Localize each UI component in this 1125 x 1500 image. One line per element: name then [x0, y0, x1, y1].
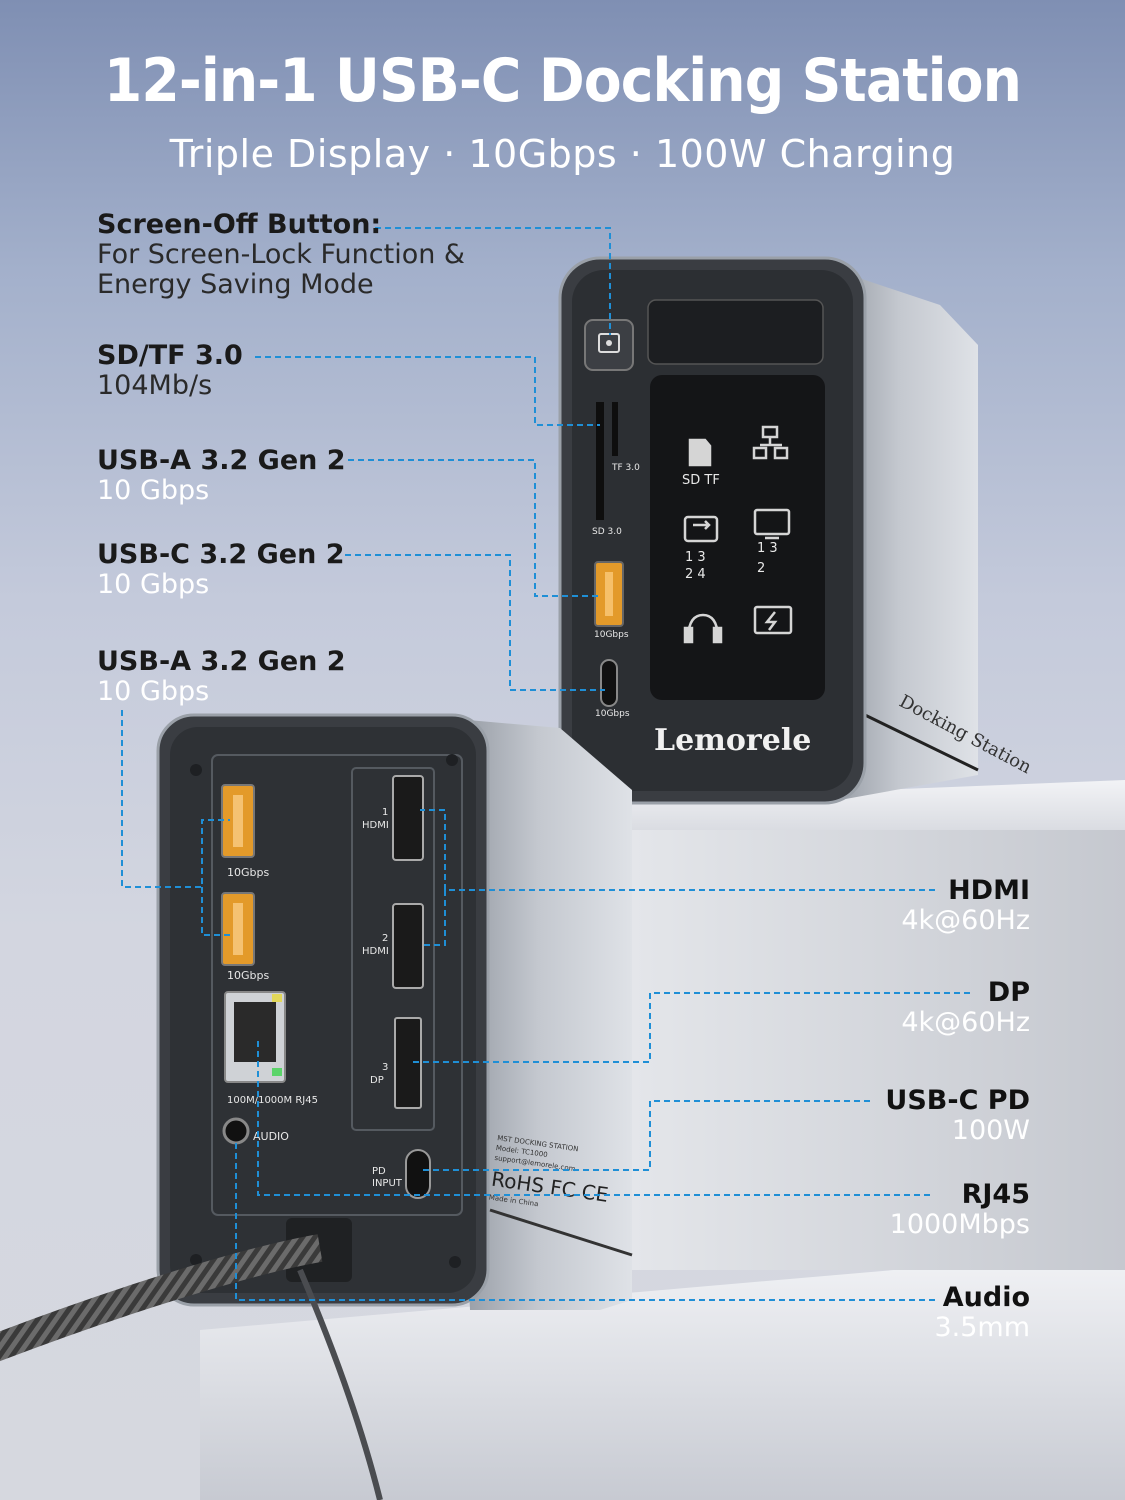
callout-usb-a-rear: USB-A 3.2 Gen 2 10 Gbps — [97, 647, 346, 707]
tf-slot — [612, 402, 618, 456]
callout-screen-off: Screen-Off Button: For Screen-Lock Funct… — [97, 210, 465, 300]
panel-disp-nums-1: 1 3 — [757, 541, 778, 556]
callout-detail: 1000Mbps — [889, 1209, 1030, 1240]
callout-hdmi: HDMI 4k@60Hz — [901, 876, 1030, 936]
callout-usb-c-front: USB-C 3.2 Gen 2 10 Gbps — [97, 540, 344, 600]
callout-detail: 100W — [951, 1115, 1030, 1146]
callout-detail: 10 Gbps — [97, 676, 210, 707]
panel-sdtf-label: SD TF — [682, 473, 720, 488]
callout-detail: For Screen-Lock Function & — [97, 239, 465, 270]
rear-usb2-label: 10Gbps — [227, 969, 269, 982]
rear-usb1-label: 10Gbps — [227, 866, 269, 879]
callout-heading: Audio — [942, 1282, 1030, 1313]
pd-label-2: INPUT — [372, 1178, 403, 1189]
callout-usb-c-pd: USB-C PD 100W — [885, 1086, 1030, 1146]
callout-detail: 4k@60Hz — [901, 905, 1030, 936]
callout-detail: 104Mb/s — [97, 370, 213, 401]
hdmi-port-1 — [392, 775, 424, 861]
page-title: 12-in-1 USB-C Docking Station — [103, 46, 1022, 116]
dp-port — [394, 1017, 422, 1109]
hdmi1-num: 1 — [382, 807, 388, 818]
page-subtitle: Triple Display · 10Gbps · 100W Charging — [169, 132, 956, 176]
lower-stand-top — [200, 1250, 1125, 1500]
callout-heading: USB-C 3.2 Gen 2 — [97, 539, 345, 570]
callout-detail: 3.5mm — [934, 1312, 1030, 1343]
callout-sd-tf: SD/TF 3.0 104Mb/s — [97, 341, 243, 401]
callout-usb-a-front: USB-A 3.2 Gen 2 10 Gbps — [97, 446, 346, 506]
front-usbc-label: 10Gbps — [595, 709, 630, 719]
braided-cable — [0, 1234, 323, 1362]
callout-heading: RJ45 — [961, 1179, 1030, 1210]
front-usb-c — [600, 659, 618, 707]
leader-lines — [121, 227, 970, 1301]
callout-rj45: RJ45 1000Mbps — [890, 1180, 1030, 1240]
callout-heading: SD/TF 3.0 — [97, 340, 243, 371]
callout-detail: 10 Gbps — [97, 569, 210, 600]
rear-device: 10Gbps 10Gbps 100M/1000M RJ45 AUDIO 1 HD… — [0, 713, 633, 1500]
hdmi1-label: HDMI — [362, 820, 389, 831]
front-device: Lemorele Docking Station TF 3.0 SD 3.0 1… — [558, 256, 1035, 805]
pedestal — [630, 830, 1125, 1270]
audio-jack — [222, 1117, 250, 1145]
panel-usb-nums-2: 2 4 — [685, 567, 706, 582]
callout-heading: Screen-Off Button: — [97, 209, 382, 240]
panel-usb-nums-1: 1 3 — [685, 550, 706, 565]
callout-heading: USB-A 3.2 Gen 2 — [97, 445, 346, 476]
callout-detail: Energy Saving Mode — [97, 269, 374, 300]
callout-heading: USB-A 3.2 Gen 2 — [97, 646, 346, 677]
callout-heading: HDMI — [948, 875, 1030, 906]
dp-label: DP — [370, 1075, 384, 1086]
callout-heading: USB-C PD — [885, 1085, 1030, 1116]
rear-audio-label: AUDIO — [253, 1130, 289, 1143]
callout-detail: 4k@60Hz — [901, 1007, 1030, 1038]
hdmi2-num: 2 — [382, 933, 388, 944]
front-sd-label: SD 3.0 — [592, 527, 622, 537]
pd-usb-c-port — [405, 1149, 431, 1199]
front-brand: Lemorele — [654, 723, 811, 758]
front-tf-label: TF 3.0 — [611, 463, 640, 473]
hdmi2-label: HDMI — [362, 946, 389, 957]
callout-dp: DP 4k@60Hz — [901, 978, 1030, 1038]
rear-rj45-label: 100M/1000M RJ45 — [227, 1095, 318, 1106]
pd-label-1: PD — [372, 1166, 386, 1177]
sd-slot — [596, 402, 604, 520]
front-usba-label: 10Gbps — [594, 630, 629, 640]
rear-device-side — [445, 718, 632, 1310]
status-panel — [650, 375, 825, 700]
callout-detail: 10 Gbps — [97, 475, 210, 506]
panel-disp-nums-2: 2 — [757, 561, 765, 576]
callout-audio: Audio 3.5mm — [934, 1283, 1030, 1343]
dp-num: 3 — [382, 1062, 388, 1073]
hdmi-port-2 — [392, 903, 424, 989]
callout-heading: DP — [987, 977, 1030, 1008]
